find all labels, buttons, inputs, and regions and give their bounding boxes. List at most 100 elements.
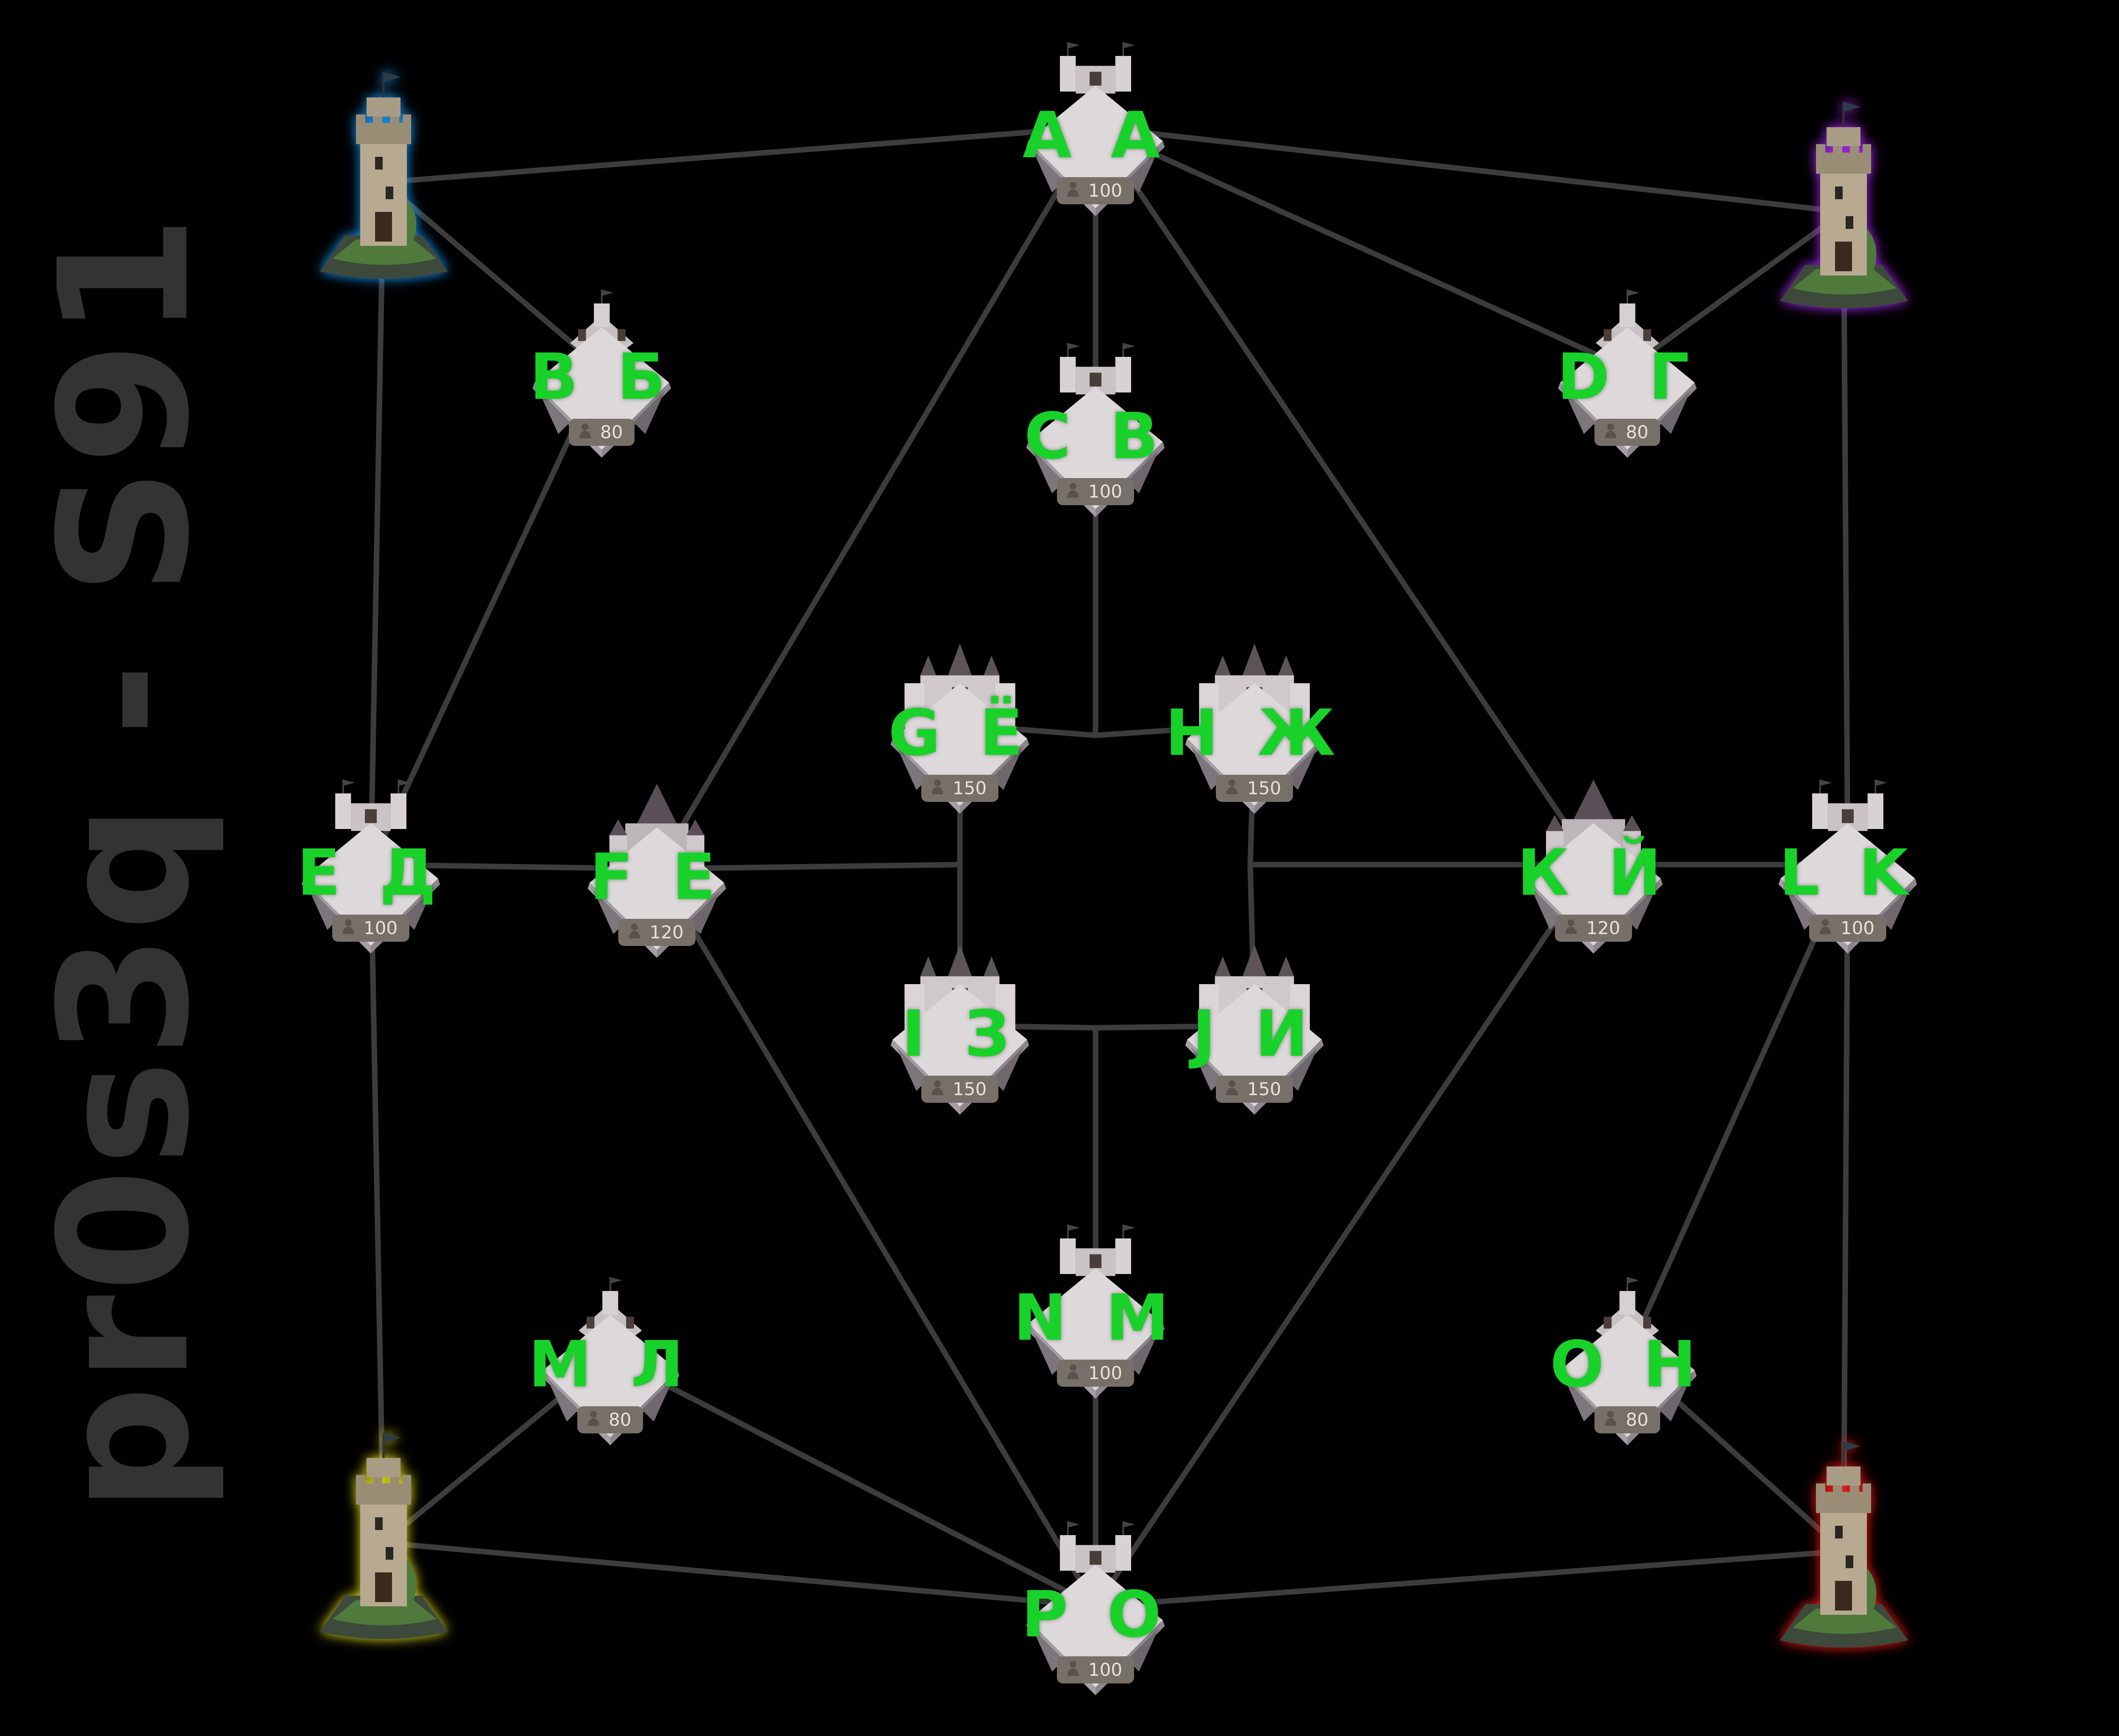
- troop-badge: 80: [577, 1406, 643, 1433]
- link-fe-po: [654, 866, 1098, 1609]
- palace-icon: [1185, 643, 1324, 814]
- city-label: I З: [901, 997, 1018, 1071]
- soldier-icon: [1565, 919, 1577, 934]
- soldier-icon: [1605, 423, 1617, 438]
- city-po[interactable]: P O 100: [1011, 1517, 1180, 1695]
- link-aa-ky: [1093, 124, 1596, 868]
- city-vb[interactable]: В Б 80: [517, 280, 687, 458]
- troop-badge: 150: [1215, 775, 1293, 802]
- soldier-icon: [1819, 919, 1831, 934]
- troop-badge: 120: [1554, 915, 1632, 942]
- troop-badge: 150: [1215, 1076, 1293, 1103]
- soldier-icon: [628, 924, 640, 938]
- troop-count: 100: [1088, 481, 1123, 502]
- soldier-icon: [1067, 483, 1079, 498]
- city-label: G Ё: [888, 696, 1032, 770]
- tower-bottom-right[interactable]: [1776, 1441, 1911, 1661]
- city-lk[interactable]: L K 100: [1763, 776, 1933, 954]
- city-on[interactable]: O H 80: [1543, 1267, 1712, 1445]
- link-aa-fe: [654, 124, 1098, 872]
- troop-count: 150: [1247, 1079, 1282, 1099]
- city-label: М Л: [528, 1328, 692, 1402]
- troop-count: 100: [1840, 918, 1875, 938]
- city-label: A A: [1022, 99, 1169, 172]
- city-ji[interactable]: J И 150: [1170, 937, 1339, 1115]
- troop-badge: 100: [332, 915, 410, 942]
- troop-badge: 100: [1057, 478, 1135, 505]
- watchtower-icon: [320, 1433, 448, 1639]
- soldier-icon: [931, 779, 943, 794]
- soldier-icon: [1226, 1080, 1238, 1095]
- troop-count: 100: [1088, 180, 1123, 201]
- link-aa-dg: [1093, 124, 1630, 372]
- troop-badge: 100: [1809, 915, 1887, 942]
- soldier-icon: [931, 1080, 943, 1095]
- link-ml-po: [607, 1353, 1098, 1609]
- city-label: К Й: [1517, 836, 1670, 910]
- city-dg[interactable]: D Г 80: [1543, 280, 1712, 458]
- troop-count: 120: [1586, 918, 1621, 938]
- troop-badge: 100: [1057, 1656, 1135, 1683]
- link-tower-top-left-ed: [368, 179, 387, 868]
- city-label: D Г: [1557, 340, 1698, 414]
- city-label: N M: [1013, 1281, 1178, 1355]
- link-fe-hub-left: [654, 862, 963, 872]
- soldier-icon: [1605, 1411, 1617, 1426]
- troop-count: 100: [363, 918, 398, 938]
- link-lk-tower-bottom-right: [1841, 862, 1851, 1554]
- city-fe[interactable]: F E 120: [572, 780, 742, 958]
- watchtower-icon: [1780, 102, 1908, 309]
- soldier-icon: [1067, 182, 1079, 197]
- soldier-icon: [342, 919, 354, 934]
- troop-badge: 80: [1594, 419, 1660, 446]
- troop-count: 150: [1247, 778, 1282, 798]
- city-ge[interactable]: G Ё 150: [875, 636, 1045, 814]
- troop-count: 80: [600, 422, 623, 442]
- troop-badge: 150: [921, 775, 999, 802]
- tower-top-left[interactable]: [316, 72, 451, 292]
- city-iz[interactable]: I З 150: [875, 937, 1045, 1115]
- tower-top-right[interactable]: [1776, 102, 1911, 322]
- city-label: P O: [1021, 1578, 1170, 1652]
- soldier-icon: [1226, 779, 1238, 794]
- city-label: Е Д: [297, 836, 445, 910]
- link-vb-ed: [368, 366, 605, 868]
- troop-count: 80: [1626, 1409, 1649, 1430]
- link-ed-tower-bottom-left: [368, 862, 387, 1546]
- city-nm[interactable]: N M 100: [1011, 1221, 1180, 1399]
- link-tower-top-left-aa: [381, 124, 1098, 185]
- troop-count: 100: [1088, 1363, 1123, 1383]
- city-ky[interactable]: К Й 120: [1509, 776, 1678, 954]
- city-label: J И: [1192, 997, 1317, 1071]
- link-tower-top-left-vb: [381, 179, 605, 372]
- watermark-text: pr0s3q - S91: [21, 212, 229, 1513]
- troop-badge: 80: [1594, 1406, 1660, 1433]
- link-tower-top-right-lk: [1841, 209, 1851, 868]
- troop-count: 80: [1626, 422, 1649, 442]
- troop-badge: 80: [569, 419, 635, 446]
- troop-badge: 120: [618, 919, 696, 946]
- city-ml[interactable]: М Л 80: [526, 1267, 695, 1445]
- troop-badge: 100: [1057, 1360, 1135, 1387]
- city-label: L K: [1779, 836, 1917, 910]
- tower-bottom-left[interactable]: [316, 1433, 451, 1653]
- soldier-icon: [1067, 1364, 1079, 1379]
- city-aa[interactable]: A A 100: [1011, 38, 1180, 216]
- troop-badge: 100: [1057, 177, 1135, 204]
- city-cv[interactable]: C В 100: [1011, 339, 1180, 517]
- troop-count: 150: [952, 778, 987, 798]
- soldier-icon: [1067, 1661, 1079, 1676]
- city-label: C В: [1024, 400, 1167, 473]
- link-lk-on: [1624, 862, 1851, 1359]
- soldier-icon: [579, 423, 591, 438]
- link-po-tower-bottom-right: [1093, 1548, 1846, 1609]
- watchtower-icon: [1780, 1441, 1908, 1648]
- city-hzh[interactable]: H Ж 150: [1165, 636, 1339, 814]
- link-ky-po: [1093, 862, 1596, 1609]
- troop-count: 120: [649, 922, 684, 943]
- link-dg-tower-top-right: [1624, 209, 1846, 372]
- watchtower-icon: [320, 72, 448, 279]
- city-label: O H: [1550, 1328, 1705, 1402]
- city-ed[interactable]: Е Д 100: [286, 776, 456, 954]
